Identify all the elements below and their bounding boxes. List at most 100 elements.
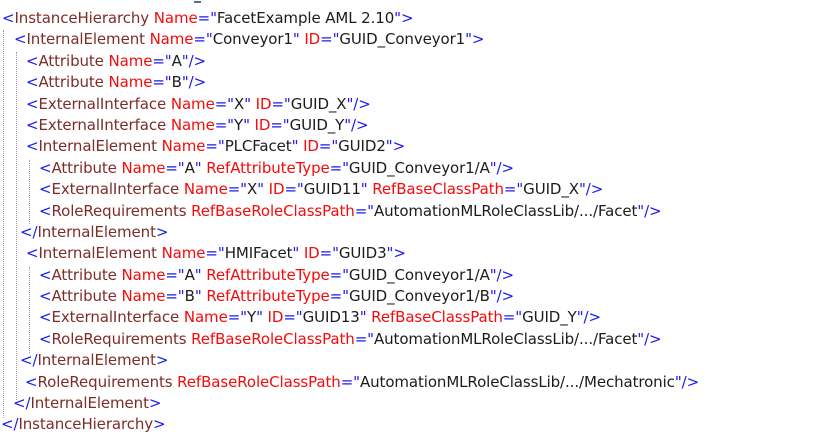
xml-punct: > xyxy=(155,351,169,370)
xml-punct: < xyxy=(39,308,52,327)
xml-line: </InternalElement> xyxy=(0,393,814,414)
xml-line: <InstanceHierarchy Name="FacetExample AM… xyxy=(0,8,814,29)
xml-line: <ExternalInterface Name="X" ID="GUID11" … xyxy=(0,179,814,200)
xml-attribute-value: GUID11 xyxy=(303,180,361,199)
xml-attribute-name: RefBaseRoleClassPath xyxy=(177,372,341,391)
xml-punct: < xyxy=(39,329,52,348)
xml-punct: </ xyxy=(13,394,31,413)
xml-punct: < xyxy=(39,158,52,177)
xml-attribute-name: Name xyxy=(153,9,198,27)
xml-element-name: InternalElement xyxy=(38,137,157,156)
xml-punct: < xyxy=(26,94,39,113)
xml-punct: =" xyxy=(329,265,349,284)
xml-element-name: InternalElement xyxy=(26,30,145,49)
xml-attribute-name: Name xyxy=(121,265,166,284)
xml-attribute-name: RefBaseClassPath xyxy=(372,180,504,199)
xml-attribute-name: RefBaseRoleClassPath xyxy=(191,329,355,348)
xml-punct: " xyxy=(359,308,367,327)
xml-attribute-value: B xyxy=(184,287,195,306)
xml-punct: "/> xyxy=(489,265,514,284)
xml-attribute-name: Name xyxy=(170,94,215,113)
xml-attribute-value: X xyxy=(246,180,258,199)
xml-punct: =" xyxy=(270,115,290,134)
xml-punct: =" xyxy=(214,94,234,113)
xml-attribute-value: GUID_Y xyxy=(522,308,577,327)
xml-element-name: ExternalInterface xyxy=(51,308,180,327)
xml-punct: </ xyxy=(20,222,38,241)
xml-element-name: RoleRequirements xyxy=(51,329,187,348)
xml-punct: < xyxy=(39,201,52,220)
xml-attribute-name: ID xyxy=(268,180,285,199)
indent-guide xyxy=(29,267,30,353)
xml-punct: "> xyxy=(385,137,406,156)
xml-element-name: ExternalInterface xyxy=(38,115,167,134)
xml-attribute-name: RefBaseRoleClassPath xyxy=(191,201,355,220)
xml-punct: "> xyxy=(394,9,414,27)
xml-attribute-name: Name xyxy=(170,115,215,134)
xml-punct: =" xyxy=(193,30,213,49)
xml-attribute-name: Name xyxy=(108,73,153,92)
xml-element-name: InternalElement xyxy=(30,394,149,413)
xml-punct: =" xyxy=(283,308,303,327)
xml-line: </InternalElement> xyxy=(0,350,814,371)
xml-punct: < xyxy=(26,51,39,70)
xml-element-name: RoleRequirements xyxy=(37,372,173,391)
xml-punct: =" xyxy=(205,244,225,263)
xml-punct: > xyxy=(155,222,169,241)
xml-attribute-value: Y xyxy=(246,308,257,327)
xml-punct: " xyxy=(194,158,202,177)
xml-attribute-value: A xyxy=(184,158,195,177)
xml-punct: "> xyxy=(386,244,406,263)
xml-attribute-value: GUID_Y xyxy=(289,115,345,134)
xml-attribute-name: ID xyxy=(304,30,321,49)
xml-punct: =" xyxy=(227,308,247,327)
xml-attribute-value: Y xyxy=(233,115,244,134)
xml-punct: =" xyxy=(320,30,340,49)
xml-punct: "/> xyxy=(637,329,662,348)
indent-guide xyxy=(3,30,4,418)
xml-punct: > xyxy=(148,394,162,413)
xml-punct: "/> xyxy=(489,287,515,306)
xml-element-name: InstanceHierarchy xyxy=(18,415,154,434)
xml-punct: < xyxy=(39,265,52,284)
xml-element-name: Attribute xyxy=(51,287,117,306)
xml-attribute-value: AutomationMLRoleClassLib/.../Facet xyxy=(373,201,638,220)
xml-punct: </ xyxy=(20,351,38,370)
xml-attribute-name: ID xyxy=(303,244,320,263)
xml-attribute-name: RefAttributeType xyxy=(206,287,330,306)
xml-punct: < xyxy=(26,115,39,134)
xml-attribute-value: GUID3 xyxy=(338,244,387,263)
xml-punct: =" xyxy=(227,180,247,199)
xml-punct: "/> xyxy=(578,180,604,199)
xml-punct: =" xyxy=(319,244,339,263)
xml-line: <ExternalInterface Name="Y" ID="GUID13" … xyxy=(0,307,814,328)
xml-punct: < xyxy=(39,180,52,199)
xml-attribute-value: PLCFacet xyxy=(224,137,292,156)
xml-punct: < xyxy=(26,244,39,263)
xml-element-name: Attribute xyxy=(51,265,117,284)
xml-attribute-name: ID xyxy=(267,308,284,327)
xml-punct: "/> xyxy=(489,158,514,177)
xml-attribute-value: X xyxy=(233,94,245,113)
xml-attribute-name: ID xyxy=(255,94,272,113)
xml-punct: =" xyxy=(503,180,524,199)
xml-line: <InternalElement Name="PLCFacet" ID="GUI… xyxy=(0,136,814,157)
xml-line: <InternalElement Name="Conveyor1" ID="GU… xyxy=(0,29,814,50)
xml-attribute-name: Name xyxy=(183,180,228,199)
xml-attribute-name: ID xyxy=(254,115,271,134)
xml-punct: =" xyxy=(165,265,185,284)
xml-punct: =" xyxy=(197,9,217,27)
xml-attribute-name: Name xyxy=(161,244,206,263)
xml-attribute-value: GUID_Conveyor1 xyxy=(339,30,466,49)
xml-attribute-value: GUID13 xyxy=(302,308,360,327)
xml-attribute-value: AutomationMLRoleClassLib/.../Mechatronic xyxy=(359,372,675,391)
xml-punct: < xyxy=(26,73,39,92)
xml-attribute-value: Conveyor1 xyxy=(212,30,293,49)
xml-punct: "/> xyxy=(181,51,207,70)
xml-line: <Attribute Name="A" RefAttributeType="GU… xyxy=(0,158,814,179)
indent-guide xyxy=(29,160,30,224)
xml-punct: =" xyxy=(284,180,304,199)
xml-attribute-name: Name xyxy=(149,30,194,49)
xml-punct: =" xyxy=(152,51,172,70)
xml-punct: =" xyxy=(502,308,523,327)
